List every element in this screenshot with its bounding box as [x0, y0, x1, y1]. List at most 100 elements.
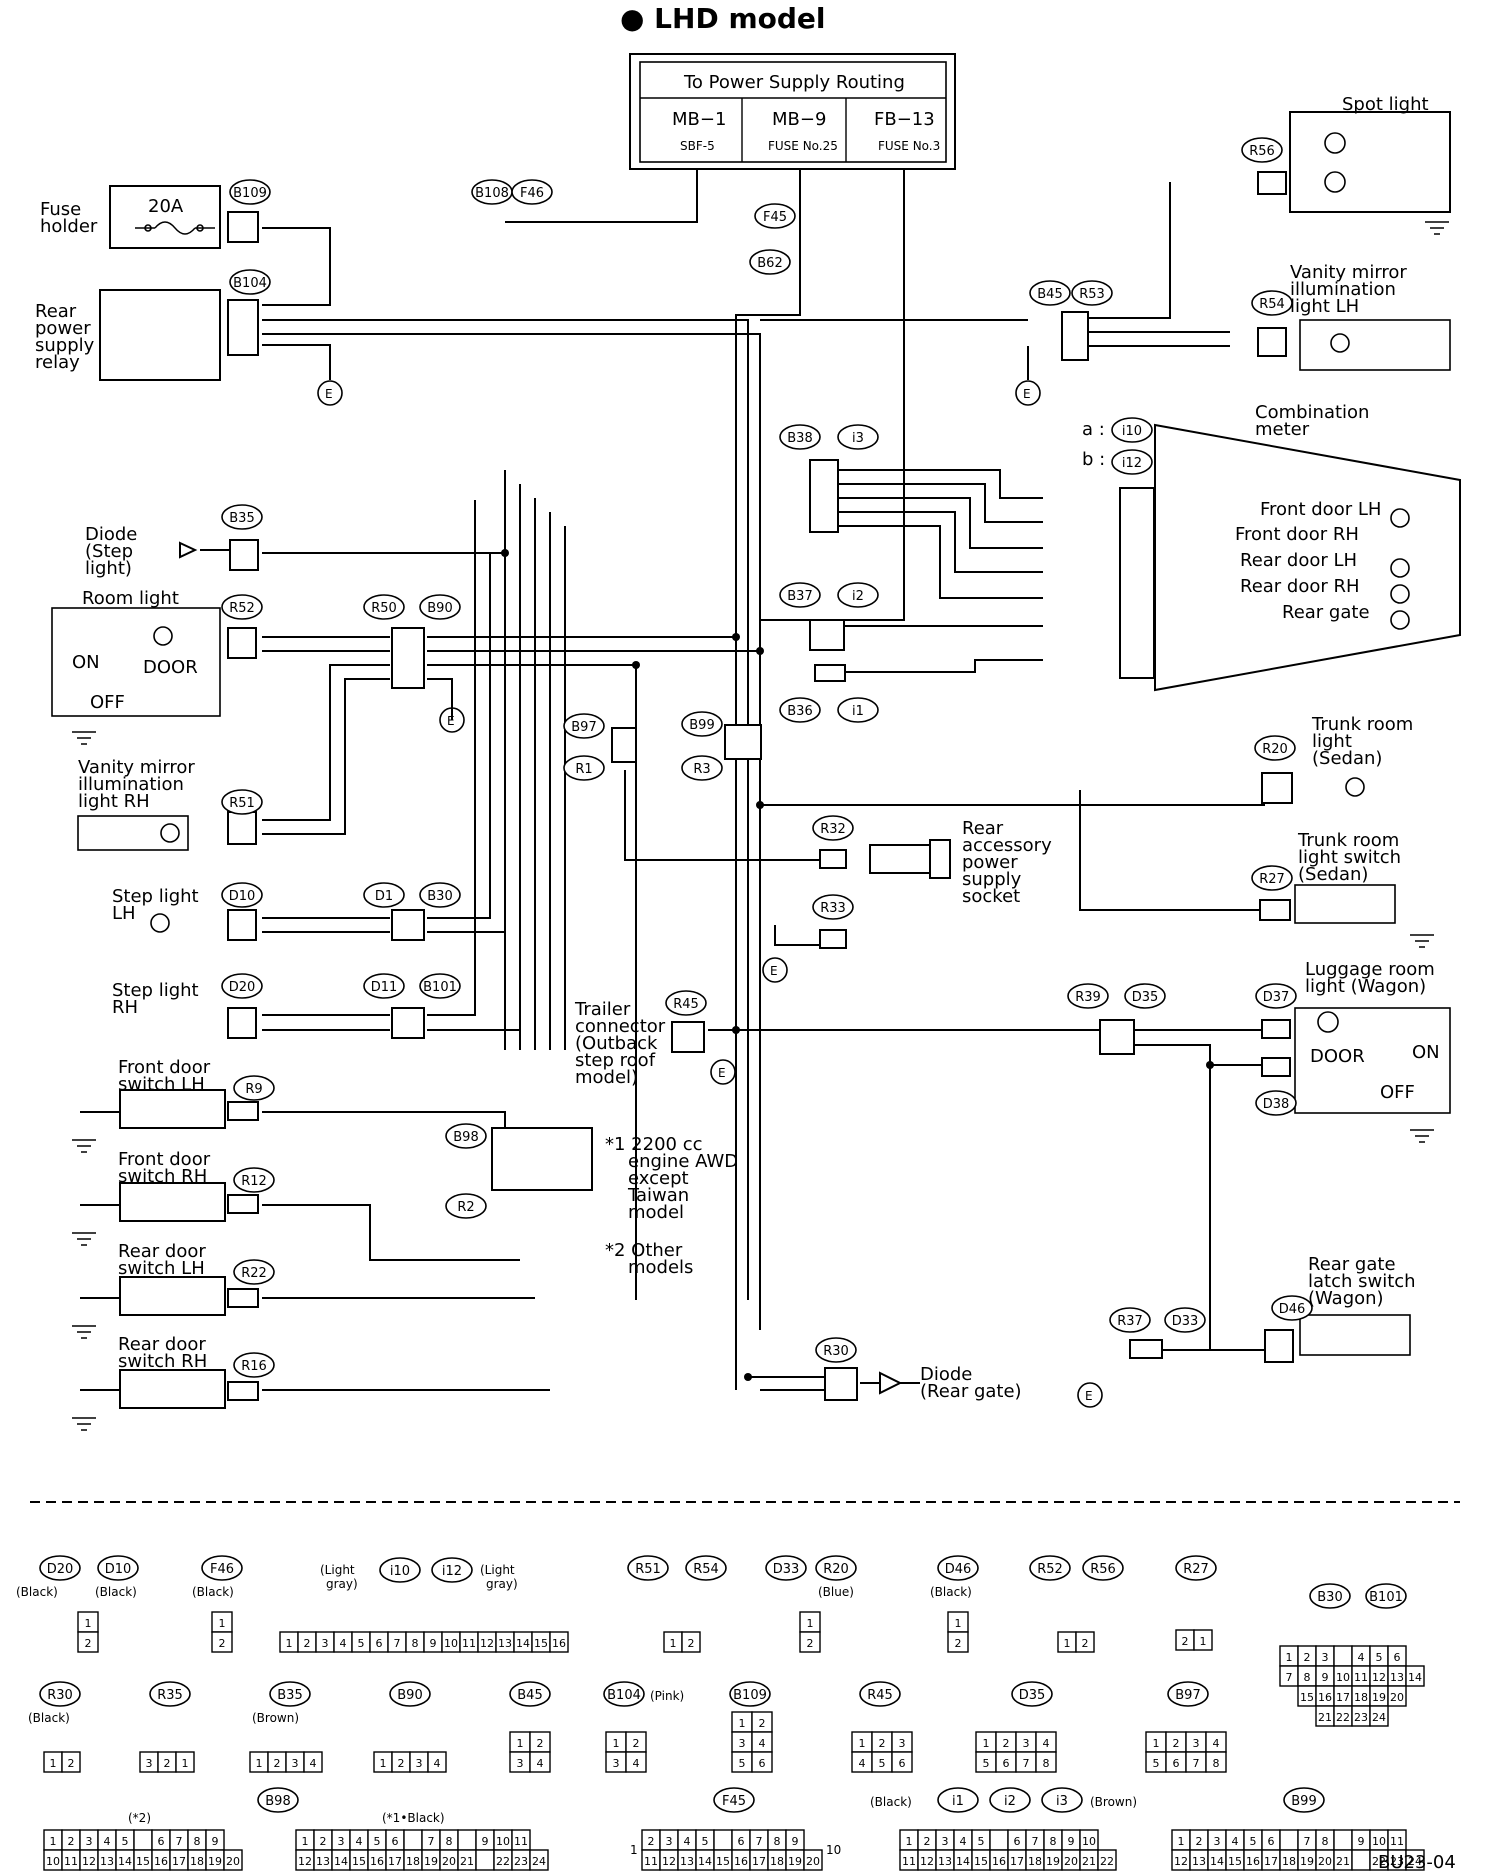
connector-pin-label: 23 [1354, 1711, 1368, 1724]
legend-label: 1 [630, 1843, 638, 1857]
room-light-label: Room light [82, 588, 179, 609]
connector-pin-label: 6 [899, 1757, 906, 1770]
connector-id-bubble: R52 [221, 594, 263, 620]
connector-pin-label: 4 [1213, 1737, 1220, 1750]
connector-id: R2 [457, 1200, 474, 1215]
connector-pin [1075, 1631, 1095, 1653]
connector-pin-label: 3 [1322, 1651, 1329, 1664]
connector-id-bubble: R20 [1254, 735, 1296, 761]
connector-pin-label: 2 [1173, 1737, 1180, 1750]
legend-label: (*1•Black) [382, 1811, 445, 1825]
connector-pin-label: 19 [1046, 1855, 1060, 1868]
connector-pin-label: 1 [1064, 1637, 1071, 1650]
connector-pin-label: 4 [759, 1737, 766, 1750]
connector-pin-label: 11 [902, 1855, 916, 1868]
connector-pin-label: 23 [1390, 1855, 1404, 1868]
connector-id: i2 [852, 589, 864, 604]
connector-id-bubble: i10 [379, 1557, 421, 1583]
connector-id-bubble: B101 [419, 973, 461, 999]
connector-pin-label: 2 [320, 1835, 327, 1848]
connector-id: R30 [823, 1344, 849, 1359]
connector-id: i12 [1122, 456, 1142, 471]
connector-pin-label: 7 [756, 1835, 763, 1848]
connector-id: R56 [1249, 144, 1275, 159]
connector-id-bubble: R30 [39, 1681, 81, 1707]
connector-id: i3 [852, 431, 864, 446]
connector-pin-label: 15 [716, 1855, 730, 1868]
connector-id: D20 [47, 1562, 74, 1577]
connector-id-bubble: B90 [389, 1681, 431, 1707]
connector-id: B97 [571, 720, 596, 735]
connector-id-bubble: R56 [1241, 137, 1283, 163]
connector-pin-label: 2 [807, 1637, 814, 1650]
luggage-door: DOOR [1310, 1046, 1365, 1067]
connector-id-bubble: B108 [471, 179, 513, 205]
connector-id: R22 [241, 1266, 267, 1281]
connector-id-bubble: F46 [511, 179, 553, 205]
connector-id-bubble: B30 [419, 882, 461, 908]
connector-id-bubble: R56 [1082, 1555, 1124, 1581]
connector-pin-label: 2 [164, 1757, 171, 1770]
connector-pin-label: 17 [1336, 1691, 1350, 1704]
connector-id-bubble: B99 [681, 711, 723, 737]
connector-pin-label: 16 [992, 1855, 1006, 1868]
connector-id-bubble: B98 [257, 1787, 299, 1813]
power-col-3-name: FB−13 [874, 109, 935, 130]
connector-pin [681, 1631, 701, 1653]
legend-label: (Brown) [252, 1711, 299, 1725]
connector-id-bubble: B99 [1283, 1787, 1325, 1813]
connector-id-bubble: i2 [837, 582, 879, 608]
connector-pin-label: 1 [50, 1757, 57, 1770]
legend-label: (Pink) [650, 1689, 684, 1703]
connector-pin [1405, 1849, 1425, 1871]
connector-pin-label: 2 [85, 1637, 92, 1650]
connector-id-bubble: R27 [1251, 865, 1293, 891]
connector-pin-label: 23 [514, 1855, 528, 1868]
connector-id: R56 [1090, 1562, 1116, 1577]
connector-id: i10 [1122, 424, 1142, 439]
connector-pin-label: 18 [1028, 1855, 1042, 1868]
connector-id: R52 [1037, 1562, 1063, 1577]
connector-pin-label: 11 [64, 1855, 78, 1868]
connector-pin-label: 4 [1043, 1737, 1050, 1750]
connector-pin [1193, 1629, 1213, 1651]
connector-id: D33 [773, 1562, 800, 1577]
connector-id: i1 [852, 704, 864, 719]
connector-pin-label: 11 [462, 1637, 476, 1650]
connector-pin-label: 2 [274, 1757, 281, 1770]
meter-a-label: a : [1082, 419, 1105, 440]
connector-id: B30 [1317, 1590, 1342, 1605]
connector-id: D46 [1279, 1302, 1306, 1317]
earth-label: E [718, 1066, 726, 1080]
connector-pin [61, 1751, 81, 1773]
luggage-off: OFF [1380, 1082, 1415, 1103]
connector-pin-label: 1 [302, 1835, 309, 1848]
earth-label: E [325, 387, 333, 401]
connector-id-bubble: R54 [685, 1555, 727, 1581]
connector-id: R27 [1183, 1562, 1209, 1577]
connector-id: R27 [1259, 872, 1285, 887]
connector-id: B97 [1175, 1688, 1200, 1703]
connector-pin-label: 16 [370, 1855, 384, 1868]
connector-pin-label: 13 [1390, 1671, 1404, 1684]
connector-pin-label: 1 [670, 1637, 677, 1650]
connector-id: B104 [233, 276, 267, 291]
connector-pin-label: 2 [633, 1737, 640, 1750]
connector-pin-label: 7 [1286, 1671, 1293, 1684]
connector-pin-label: 2 [1304, 1651, 1311, 1664]
connector-id-bubble: D10 [97, 1555, 139, 1581]
connector-pin [1405, 1665, 1425, 1687]
room-light-door: DOOR [143, 657, 198, 678]
connector-pin-label: 16 [154, 1855, 168, 1868]
connector-id-bubble: D46 [937, 1555, 979, 1581]
connector-pin-label: 9 [1358, 1835, 1365, 1848]
connector-pin-label: 4 [859, 1757, 866, 1770]
connector-pin-label: 8 [1304, 1671, 1311, 1684]
